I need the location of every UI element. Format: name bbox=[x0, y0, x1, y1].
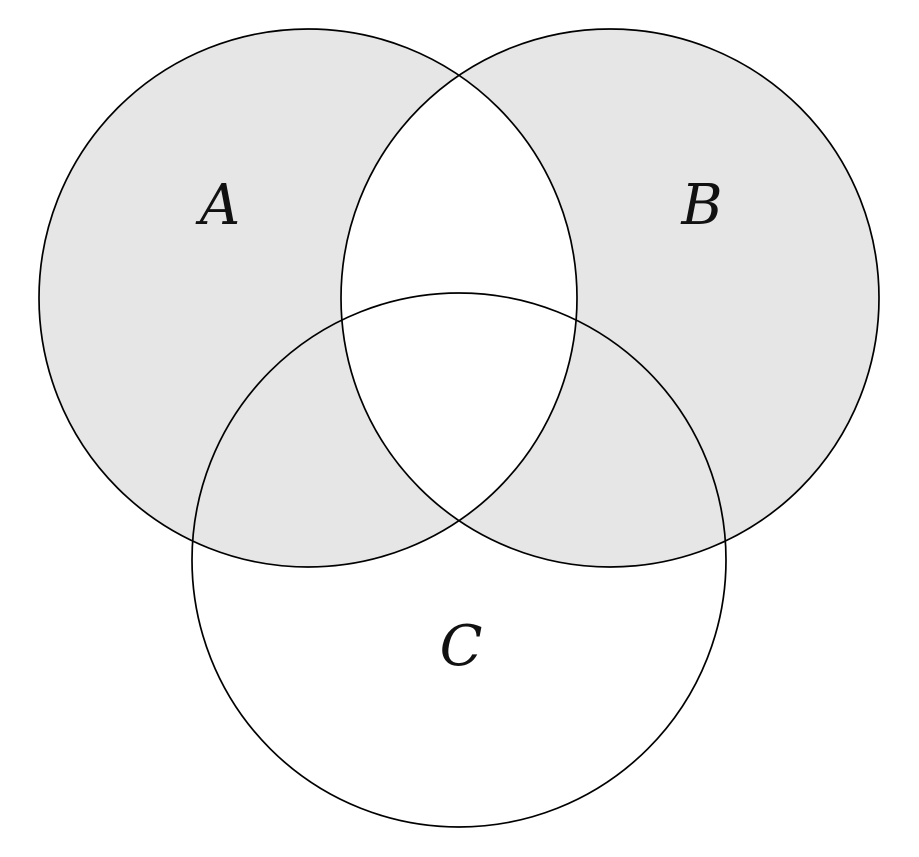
shaded-region-a-xor-b bbox=[39, 29, 879, 567]
circle-b-outline bbox=[340, 28, 880, 568]
circle-c-outline bbox=[191, 292, 727, 828]
circle-a-outline bbox=[38, 28, 578, 568]
set-a-label: A bbox=[195, 173, 240, 238]
set-c-label: C bbox=[440, 614, 483, 679]
set-b-label: B bbox=[680, 173, 722, 238]
